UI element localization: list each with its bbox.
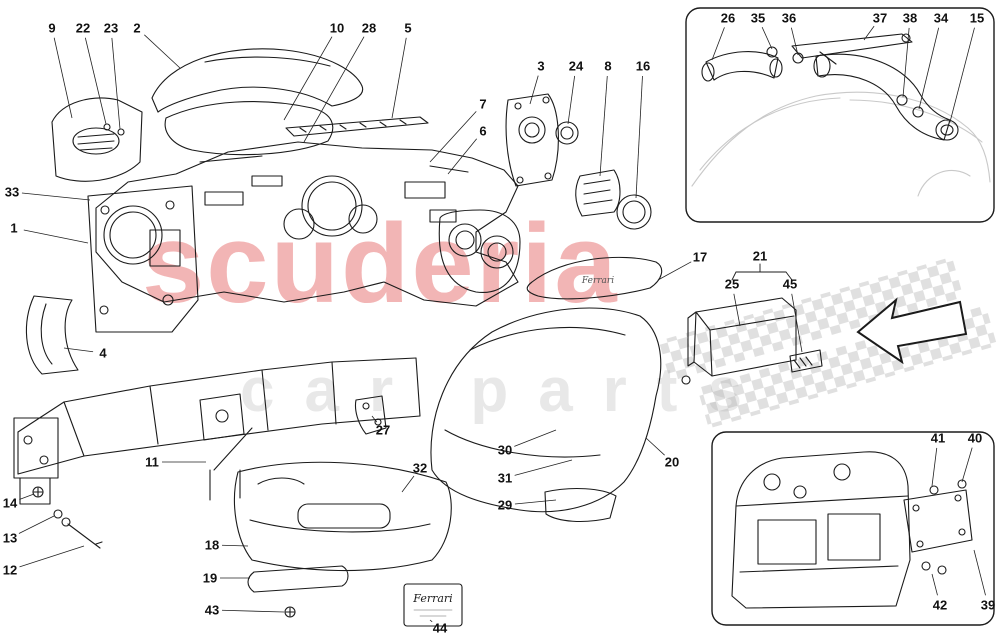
inset-air-ducts (685, 7, 995, 223)
centre-vent-pod (438, 209, 521, 293)
inset-bulkhead (711, 431, 995, 626)
round-knob (555, 121, 579, 145)
direction-arrow (856, 297, 968, 365)
left-speaker-cowl (51, 97, 143, 182)
right-end-panel (505, 93, 559, 187)
glovebox-assembly (681, 297, 797, 385)
panel-brand-script: Ferrari (581, 276, 614, 286)
watermark-subtext: car parts (240, 356, 772, 425)
mounting-pad (789, 349, 823, 373)
dashboard-subframe (13, 357, 421, 505)
watermark-brand: scuderia (142, 201, 619, 326)
lower-trim-strip (247, 565, 349, 593)
callout-21-bracket (731, 263, 793, 281)
left-end-panel (87, 185, 199, 333)
console-tunnel-trim (430, 307, 662, 522)
cylinder-duct (616, 194, 652, 230)
knee-bolster-panel (233, 461, 452, 572)
screw (284, 606, 296, 618)
trim-gasket-strip (285, 116, 429, 137)
identification-plate (403, 583, 463, 627)
side-bracket (25, 295, 79, 375)
side-vent (575, 169, 621, 217)
fastener-hardware (32, 486, 103, 549)
upper-trim-panel (526, 256, 663, 300)
plate-brand-script: Ferrari (412, 592, 452, 605)
